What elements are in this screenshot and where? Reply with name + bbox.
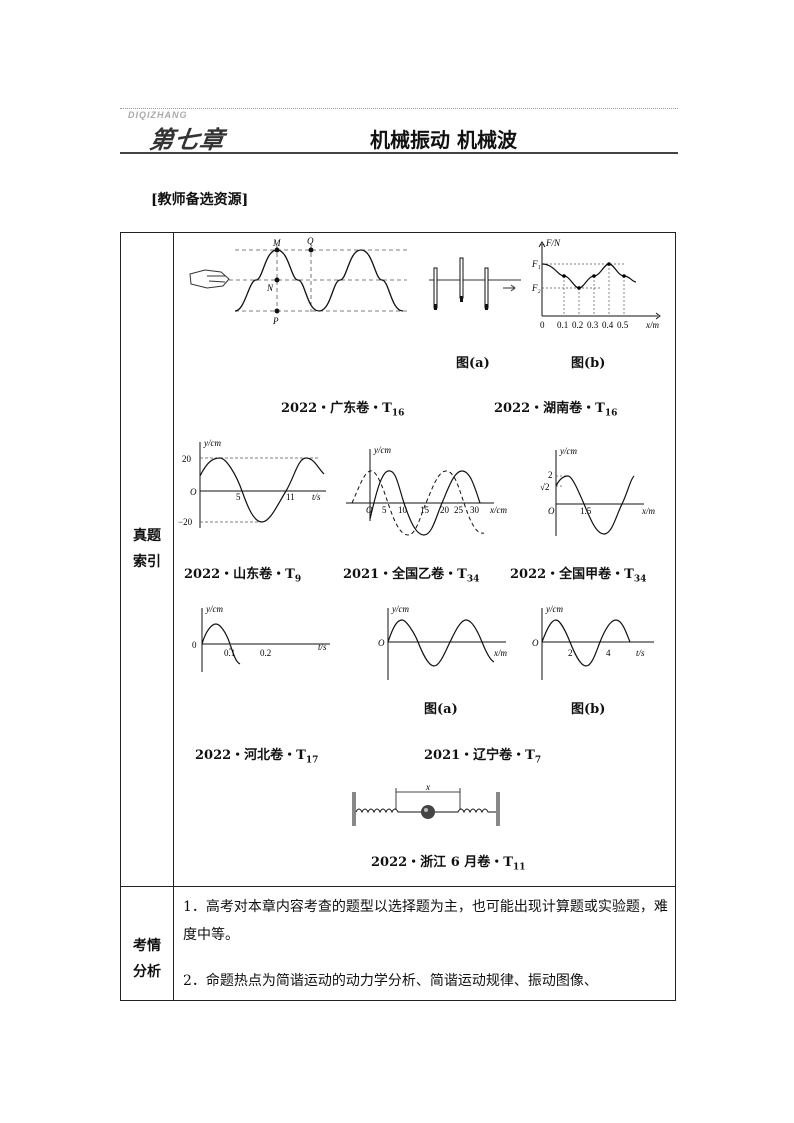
y-2: 2 — [548, 470, 553, 480]
tick-11: 11 — [286, 492, 295, 502]
caption-shandong: 2022・山东卷・T9 — [184, 567, 302, 585]
analysis-paragraph-1: 1．高考对本章内容考查的题型以选择题为主，也可能出现计算题或实验题，难度中等。 — [183, 899, 668, 943]
label-P: P — [272, 316, 279, 326]
tick-5: 0.5 — [617, 320, 629, 330]
figure-zhejiang-spring: x — [352, 782, 500, 826]
tick-15: 15 — [420, 505, 430, 515]
caption-liaoning: 2021・辽宁卷・T7 — [424, 748, 542, 766]
tick-4: 0.4 — [602, 320, 614, 330]
resource-table: 真题 索引 考情 分析 1．高考对本章内容考查的题型以选择题为主，也可能出现计算… — [120, 232, 676, 1001]
xaxis-label: x/cm — [489, 505, 507, 515]
tick-30: 30 — [470, 505, 480, 515]
caption-guangdong: 2022・广东卷・T16 — [281, 401, 405, 419]
label-x: x — [425, 782, 430, 792]
tick-0: 0 — [540, 320, 545, 330]
yaxis-label: y/cm — [391, 604, 409, 614]
chapter-number: 第七章 — [147, 125, 227, 154]
tick-3: 0.3 — [587, 320, 599, 330]
liaoning-fig-b-label: 图(b) — [571, 702, 606, 717]
chapter-title: 机械振动 机械波 — [370, 128, 517, 152]
tick-2: 2 — [568, 648, 573, 658]
figure-hunan-b-force-graph: F/N F₁ F₂ x/m 0 0.1 0.2 0.3 0.4 0.5 — [531, 238, 661, 330]
figure-hunan-a-rod — [429, 257, 521, 310]
fig-a-label: 图(a) — [456, 356, 490, 371]
figure-shandong-graph: y/cm 20 −20 O 5 11 t/s — [178, 438, 326, 528]
yaxis-label: F/N — [545, 238, 561, 248]
tick-2: 0.2 — [572, 320, 583, 330]
yaxis-label: y/cm — [373, 445, 391, 455]
analysis-label-line1: 考情 — [133, 938, 161, 954]
tick-0.1: 0.1 — [224, 648, 235, 658]
y-bottom: −20 — [178, 517, 193, 527]
tick-1: 0.1 — [557, 320, 568, 330]
caption-hebei: 2022・河北卷・T17 — [195, 748, 319, 766]
origin: O — [532, 638, 539, 648]
origin: O — [548, 506, 555, 516]
yaxis-label: y/cm — [559, 446, 577, 456]
xaxis-label: x/m — [645, 320, 659, 330]
tick-0.2: 0.2 — [260, 648, 271, 658]
tick-25: 25 — [454, 505, 464, 515]
tick-1.5: 1.5 — [580, 506, 592, 516]
index-label-line2: 索引 — [133, 554, 161, 570]
index-label: 真题 索引 — [121, 523, 173, 575]
header-rule — [120, 152, 678, 154]
y-sqrt2: √2 — [540, 482, 549, 492]
F2-label: F₂ — [531, 283, 541, 293]
dotted-rule — [120, 108, 678, 109]
tick-20: 20 — [440, 505, 450, 515]
liaoning-fig-a-label: 图(a) — [424, 702, 458, 717]
tick-4: 4 — [606, 648, 611, 658]
origin: O — [378, 638, 385, 648]
hand-icon — [189, 269, 230, 289]
xaxis-label: x/m — [493, 648, 507, 658]
caption-hunan: 2022・湖南卷・T16 — [494, 401, 618, 419]
F1-label: F₁ — [531, 259, 541, 269]
row-divider — [121, 886, 675, 887]
figure-liaoning-b-graph: y/cm O 2 4 t/s — [532, 604, 654, 680]
origin: O — [190, 487, 197, 497]
tick-10: 10 — [398, 505, 408, 515]
xaxis-label: t/s — [318, 642, 327, 652]
figure-national-b-graph: y/cm O 5 10 15 20 25 30 x/cm — [346, 445, 507, 536]
fig-b-label: 图(b) — [571, 356, 606, 371]
y-top: 20 — [182, 454, 192, 464]
yaxis-label: y/cm — [545, 604, 563, 614]
caption-zhejiang: 2022・浙江 6 月卷・T11 — [371, 855, 526, 873]
section-heading: [教师备选资源] — [151, 192, 249, 208]
caption-national-a: 2022・全国甲卷・T34 — [510, 567, 647, 585]
origin: 0 — [192, 640, 197, 650]
yaxis-label: y/cm — [205, 604, 223, 614]
label-M: M — [272, 238, 281, 248]
chapter-header: DIQIZHANG 第七章 机械振动 机械波 — [120, 104, 678, 154]
figure-guangdong-rope-wave: M Q N P — [189, 236, 407, 326]
xaxis-label: x/m — [641, 506, 655, 516]
xaxis-label: t/s — [636, 648, 645, 658]
analysis-label: 考情 分析 — [121, 933, 173, 985]
column-divider — [173, 233, 174, 1000]
figure-liaoning-a-graph: y/cm O x/m — [378, 604, 507, 680]
caption-national-b: 2021・全国乙卷・T34 — [343, 567, 480, 585]
analysis-label-line2: 分析 — [133, 964, 161, 980]
chapter-pinyin: DIQIZHANG — [128, 110, 188, 120]
origin: O — [366, 505, 373, 515]
analysis-paragraph-2: 2．命题热点为简谐运动的动力学分析、简谐运动规律、振动图像、 — [183, 973, 598, 989]
index-label-line1: 真题 — [133, 528, 161, 544]
rope-wave — [234, 249, 404, 312]
yaxis-label: y/cm — [203, 438, 221, 448]
figure-hebei-graph: y/cm 0 0.1 0.2 t/s — [192, 604, 330, 672]
tick-5: 5 — [236, 492, 241, 502]
label-N: N — [266, 283, 274, 293]
figure-national-a-graph: y/cm 2 √2 O 1.5 x/m — [540, 446, 655, 536]
tick-5: 5 — [382, 505, 387, 515]
label-Q: Q — [307, 236, 314, 246]
xaxis-label: t/s — [312, 492, 321, 502]
